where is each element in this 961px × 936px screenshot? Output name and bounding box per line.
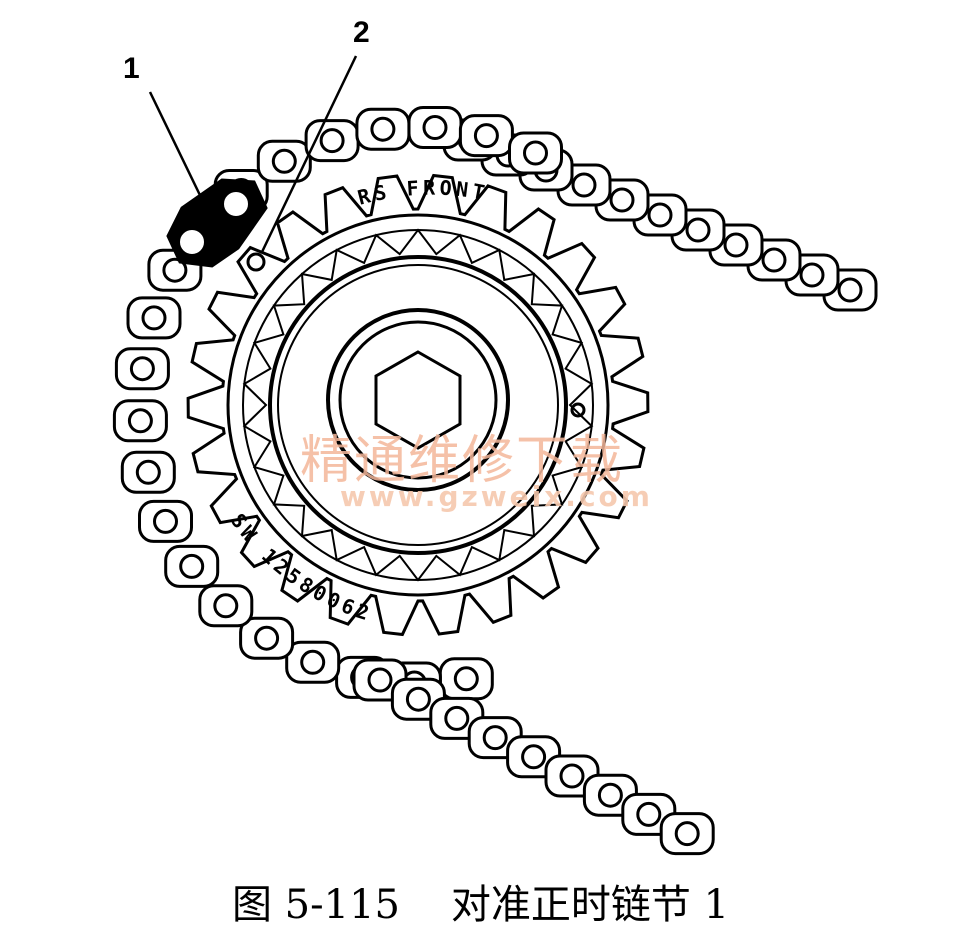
chain-link xyxy=(120,450,176,494)
chain-link xyxy=(438,657,494,701)
bolt-flange xyxy=(338,320,498,480)
chain-link xyxy=(708,223,764,267)
watermark-text: 精通维修下载 xyxy=(300,431,625,491)
chain-link xyxy=(256,139,312,183)
watermark-url: www.gzweix.com xyxy=(340,480,653,513)
callout-label-2: 2 xyxy=(353,16,370,49)
camshaft-sprocket xyxy=(186,173,650,637)
chain-link xyxy=(304,119,360,163)
chain-link xyxy=(355,107,411,151)
bolt-washer xyxy=(326,308,510,492)
chain-link xyxy=(508,131,563,175)
chain-link xyxy=(138,499,193,543)
chain-link xyxy=(164,544,220,588)
timing-chain-diagram: RS FRONT SW 12580062 xyxy=(112,55,878,856)
hex-bolt-head xyxy=(374,350,462,450)
leader-line-1 xyxy=(148,91,214,221)
chain-link xyxy=(407,106,463,149)
chain-link xyxy=(198,584,254,628)
timing-mark-dot xyxy=(246,252,266,272)
figure-caption: 图 5-115 对准正时链节 1 xyxy=(0,872,961,930)
chain-link xyxy=(458,114,514,158)
callout-label-1: 1 xyxy=(123,52,140,85)
dowel-hole xyxy=(570,402,586,418)
figure-number: 图 5-115 xyxy=(231,882,400,928)
sprocket-hub-inner xyxy=(277,264,559,546)
chain-link xyxy=(114,347,170,391)
colored-chain-link xyxy=(166,178,268,268)
sprocket-hub-ring xyxy=(268,255,568,555)
chain-link xyxy=(659,812,715,856)
chain-link xyxy=(467,716,523,760)
sprocket-valley-marks xyxy=(242,228,594,582)
chain-link xyxy=(239,616,295,660)
chain-link xyxy=(285,640,341,684)
sprocket-inner-ring xyxy=(226,213,610,597)
chain-link xyxy=(126,296,182,340)
chain-link xyxy=(112,399,168,443)
leader-line-2 xyxy=(260,55,358,253)
figure-title: 对准正时链节 1 xyxy=(450,882,730,928)
chain-link xyxy=(556,163,612,207)
